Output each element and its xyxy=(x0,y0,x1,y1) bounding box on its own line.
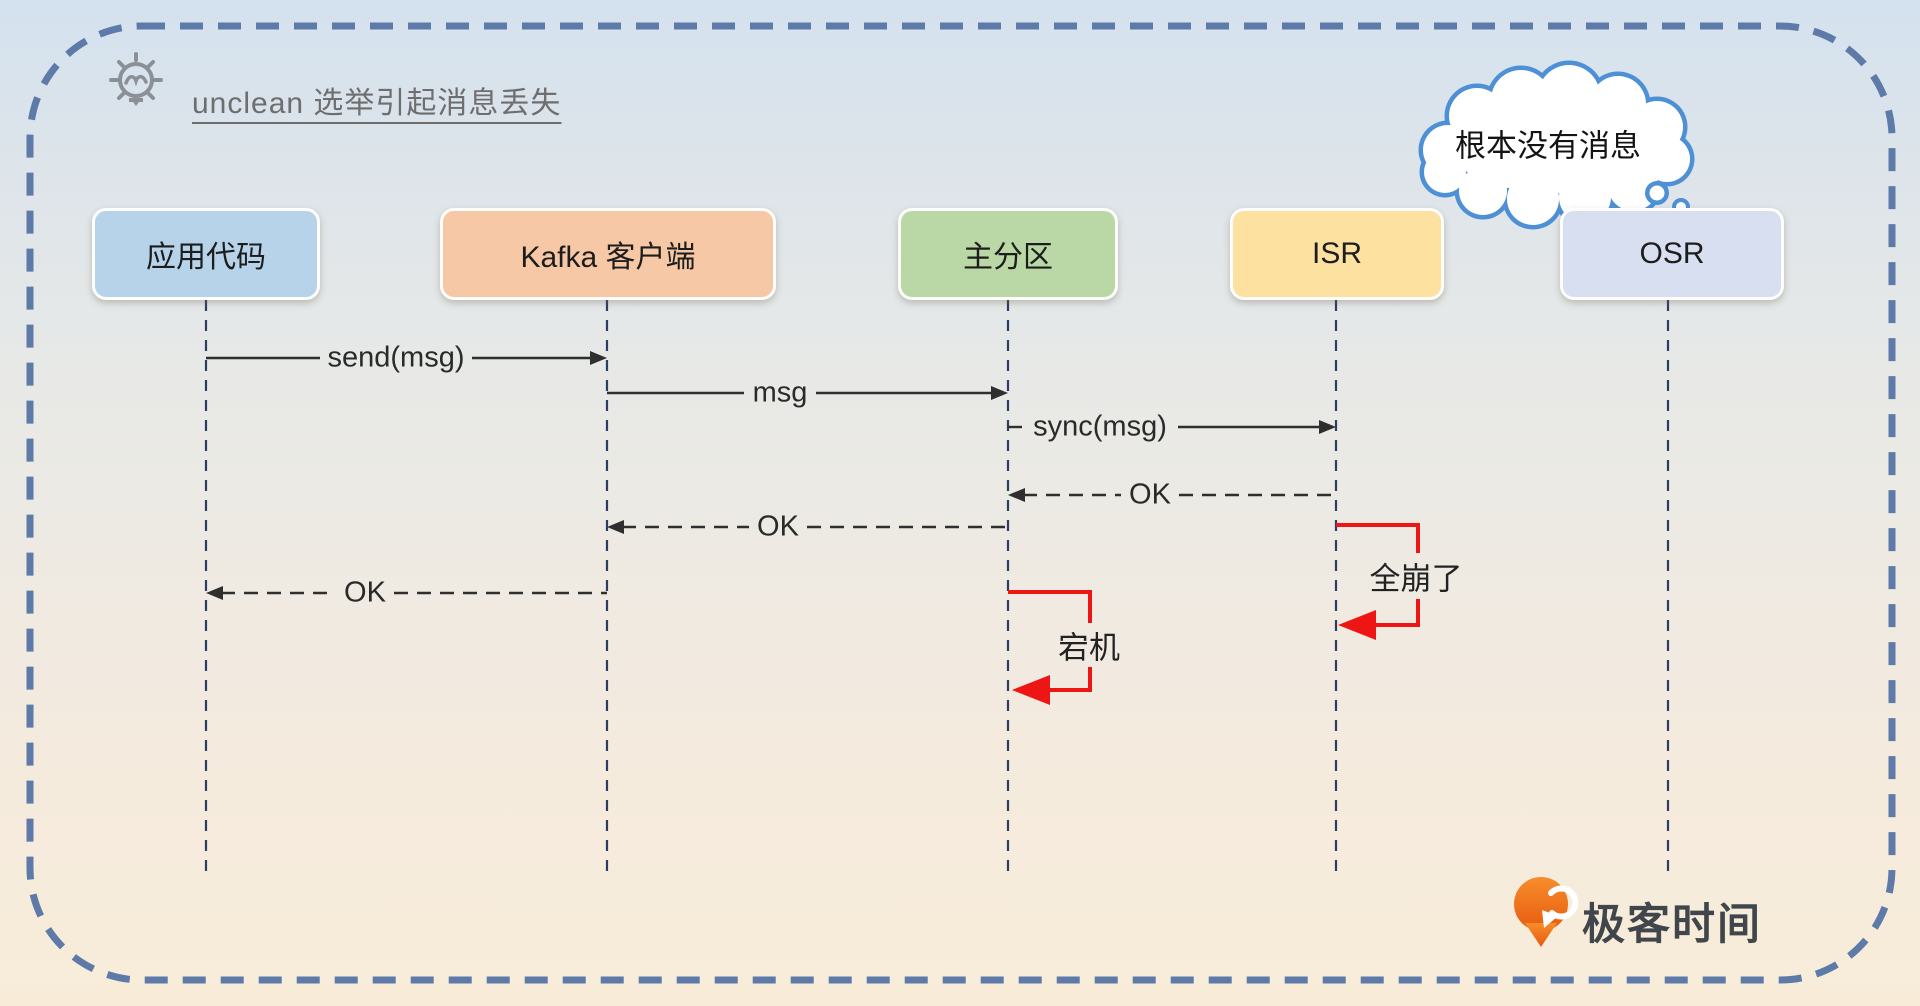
crash-loop-isr xyxy=(1336,523,1420,640)
actor-leader-partition: 主分区 xyxy=(898,208,1118,300)
actor-app: 应用代码 xyxy=(92,208,320,300)
arrow-sync-msg xyxy=(1008,420,1336,434)
message-label-ok-isr: OK xyxy=(1129,478,1171,511)
actor-kafka-client: Kafka 客户端 xyxy=(440,208,776,300)
crash-label-leader: 宕机 xyxy=(1058,630,1120,666)
arrow-msg xyxy=(607,386,1008,400)
arrow-ok-client-to-app xyxy=(206,586,607,600)
crash-label-isr: 全崩了 xyxy=(1369,561,1463,597)
message-label-send: send(msg) xyxy=(327,341,465,374)
diagram-title: unclean 选举引起消息丢失 xyxy=(192,87,562,120)
crash-loops xyxy=(1008,523,1420,705)
arrow-ok-isr-to-leader xyxy=(1008,488,1336,502)
geektime-logo-text: 极客时间 xyxy=(1582,901,1762,949)
solid-message-arrows xyxy=(206,351,1336,434)
message-label-ok-leader: OK xyxy=(757,510,799,543)
arrow-ok-leader-to-client xyxy=(607,520,1008,534)
thought-bubble-text: 根本没有消息 xyxy=(1455,128,1641,164)
message-label-msg: msg xyxy=(752,376,808,409)
lightbulb-icon xyxy=(109,52,163,106)
crash-loop-leader xyxy=(1008,590,1092,705)
actor-osr: OSR xyxy=(1560,208,1784,300)
arrow-send-msg xyxy=(206,351,607,365)
outer-dashed-border xyxy=(26,22,1896,984)
geektime-logo-icon xyxy=(1514,877,1579,947)
message-label-sync: sync(msg) xyxy=(1033,410,1167,443)
dashed-return-arrows xyxy=(206,488,1336,600)
message-label-ok-client: OK xyxy=(344,576,386,609)
lifelines xyxy=(204,300,1670,875)
actor-isr: ISR xyxy=(1230,208,1444,300)
